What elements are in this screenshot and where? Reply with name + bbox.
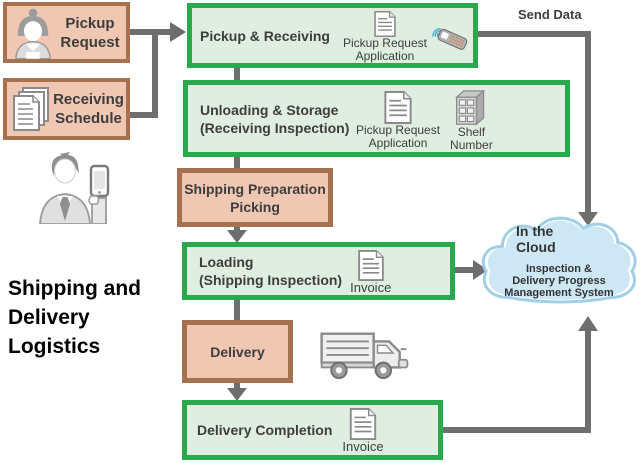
doc-caption: Pickup Request Application [343,37,427,63]
page-title: Shipping and Delivery Logistics [8,274,141,361]
cloud-title-line2: Cloud [516,238,556,255]
loading-line2: (Shipping Inspection) [199,272,343,288]
cloud-subtitle-line2: Delivery Progress [512,275,606,287]
doc-caption-line1: Pickup Request [356,123,441,137]
receiving-schedule-box: Receiving Schedule [3,78,130,140]
delivery-box: Delivery [182,320,293,383]
pickup-request-label: Pickup Request [54,14,126,52]
cloud-title-line1: In the [516,223,554,239]
doc-caption-line2: Application [368,136,428,150]
pickup-request-box: Pickup Request [3,2,130,63]
shelf-caption: Shelf Number [450,126,493,152]
worker-with-phone-icon [39,152,110,224]
connector-delivery-to-completion [234,382,240,389]
invoice-caption: Invoice [350,280,392,295]
send-data-arrowhead [578,212,598,226]
document-icon [349,408,377,440]
unloading-line2: (Receiving Inspection) [200,119,350,136]
loading-label: Loading (Shipping Inspection) [199,253,342,289]
shelf-number-group: Shelf Number [450,90,493,152]
connector-pickup-request [130,29,172,35]
delivery-completion-label: Delivery Completion [197,421,332,439]
handheld-scanner-icon [432,28,468,50]
title-line2: Delivery [8,306,90,329]
doc-caption-line2: Application [355,49,415,63]
delivery-completion-text: Delivery Completion [197,422,333,438]
invoice-doc: Invoice [350,250,391,295]
shipping-preparation-box: Shipping Preparation Picking [177,168,333,227]
unloading-line1: Unloading & Storage [200,101,339,118]
send-data-line-horizontal [477,31,591,37]
cloud-subtitle-line1: Inspection & [525,263,592,275]
delivery-completion-box: Delivery Completion Invoice [182,400,443,460]
merge-arrowhead [170,22,186,42]
shipping-prep-line1: Shipping Preparation [184,180,326,197]
doc-caption-line1: Pickup Request [342,36,427,50]
connector-receiving-schedule [130,112,158,118]
unloading-storage-label: Unloading & Storage (Receiving Inspectio… [200,101,350,137]
connector-merge-vertical [152,29,158,118]
pickup-request-application-doc-2: Pickup Request Application [356,91,440,152]
shelf-caption-line1: Shelf [457,125,486,139]
title-line1: Shipping and [8,277,141,300]
pickup-request-line2: Request [60,33,120,51]
connector-picking-to-loading [234,226,240,232]
invoice-caption: Invoice [342,439,384,454]
receiving-schedule-line1: Receiving [53,91,124,108]
send-data-label: Send Data [518,7,582,22]
cloud-icon [481,216,637,304]
send-data-line-vertical [585,31,591,213]
truck-icon [320,332,409,380]
connector-receiving-to-unloading [234,67,240,81]
document-icon [384,91,412,124]
pickup-receiving-box: Pickup & Receiving Pickup Request Applic… [187,3,478,68]
documents-stack-icon [13,87,49,131]
invoice-doc-2: Invoice [342,408,384,455]
shelf-caption-line2: Number [450,138,493,152]
pickup-request-application-doc: Pickup Request Application [343,11,427,63]
cloud-subtitle-line3: Management System [504,287,614,299]
pickup-receiving-label: Pickup & Receiving [200,27,330,45]
connector-loading-to-delivery [234,299,240,321]
shipping-preparation-label: Shipping Preparation Picking [184,180,326,216]
cloud-subtitle: Inspection & Delivery Progress Managemen… [486,263,632,299]
connector-unloading-to-picking [234,156,240,169]
completion-to-cloud-line-vertical [585,331,591,433]
loading-to-cloud-line [454,267,474,273]
woman-customer-icon [15,8,51,59]
document-icon [374,11,396,37]
document-icon [357,250,384,281]
shelf-icon [455,90,486,126]
delivery-to-completion-arrowhead [227,388,247,401]
unloading-storage-box: Unloading & Storage (Receiving Inspectio… [183,80,570,157]
delivery-text: Delivery [210,343,265,360]
shipping-prep-line2: Picking [230,198,280,215]
completion-to-cloud-arrowhead [578,316,598,331]
picking-to-loading-arrowhead [227,230,247,243]
pickup-receiving-text: Pickup & Receiving [200,27,330,44]
loading-line1: Loading [199,254,254,270]
pickup-request-line1: Pickup [65,14,115,32]
title-line3: Logistics [8,335,101,358]
receiving-schedule-label: Receiving Schedule [51,90,126,128]
loading-box: Loading (Shipping Inspection) Invoice [182,242,455,300]
receiving-schedule-line2: Schedule [55,110,122,127]
cloud-title: In the Cloud [516,223,556,255]
doc-caption: Pickup Request Application [356,124,440,150]
delivery-label: Delivery [210,343,264,361]
completion-to-cloud-line-horizontal [442,427,588,433]
